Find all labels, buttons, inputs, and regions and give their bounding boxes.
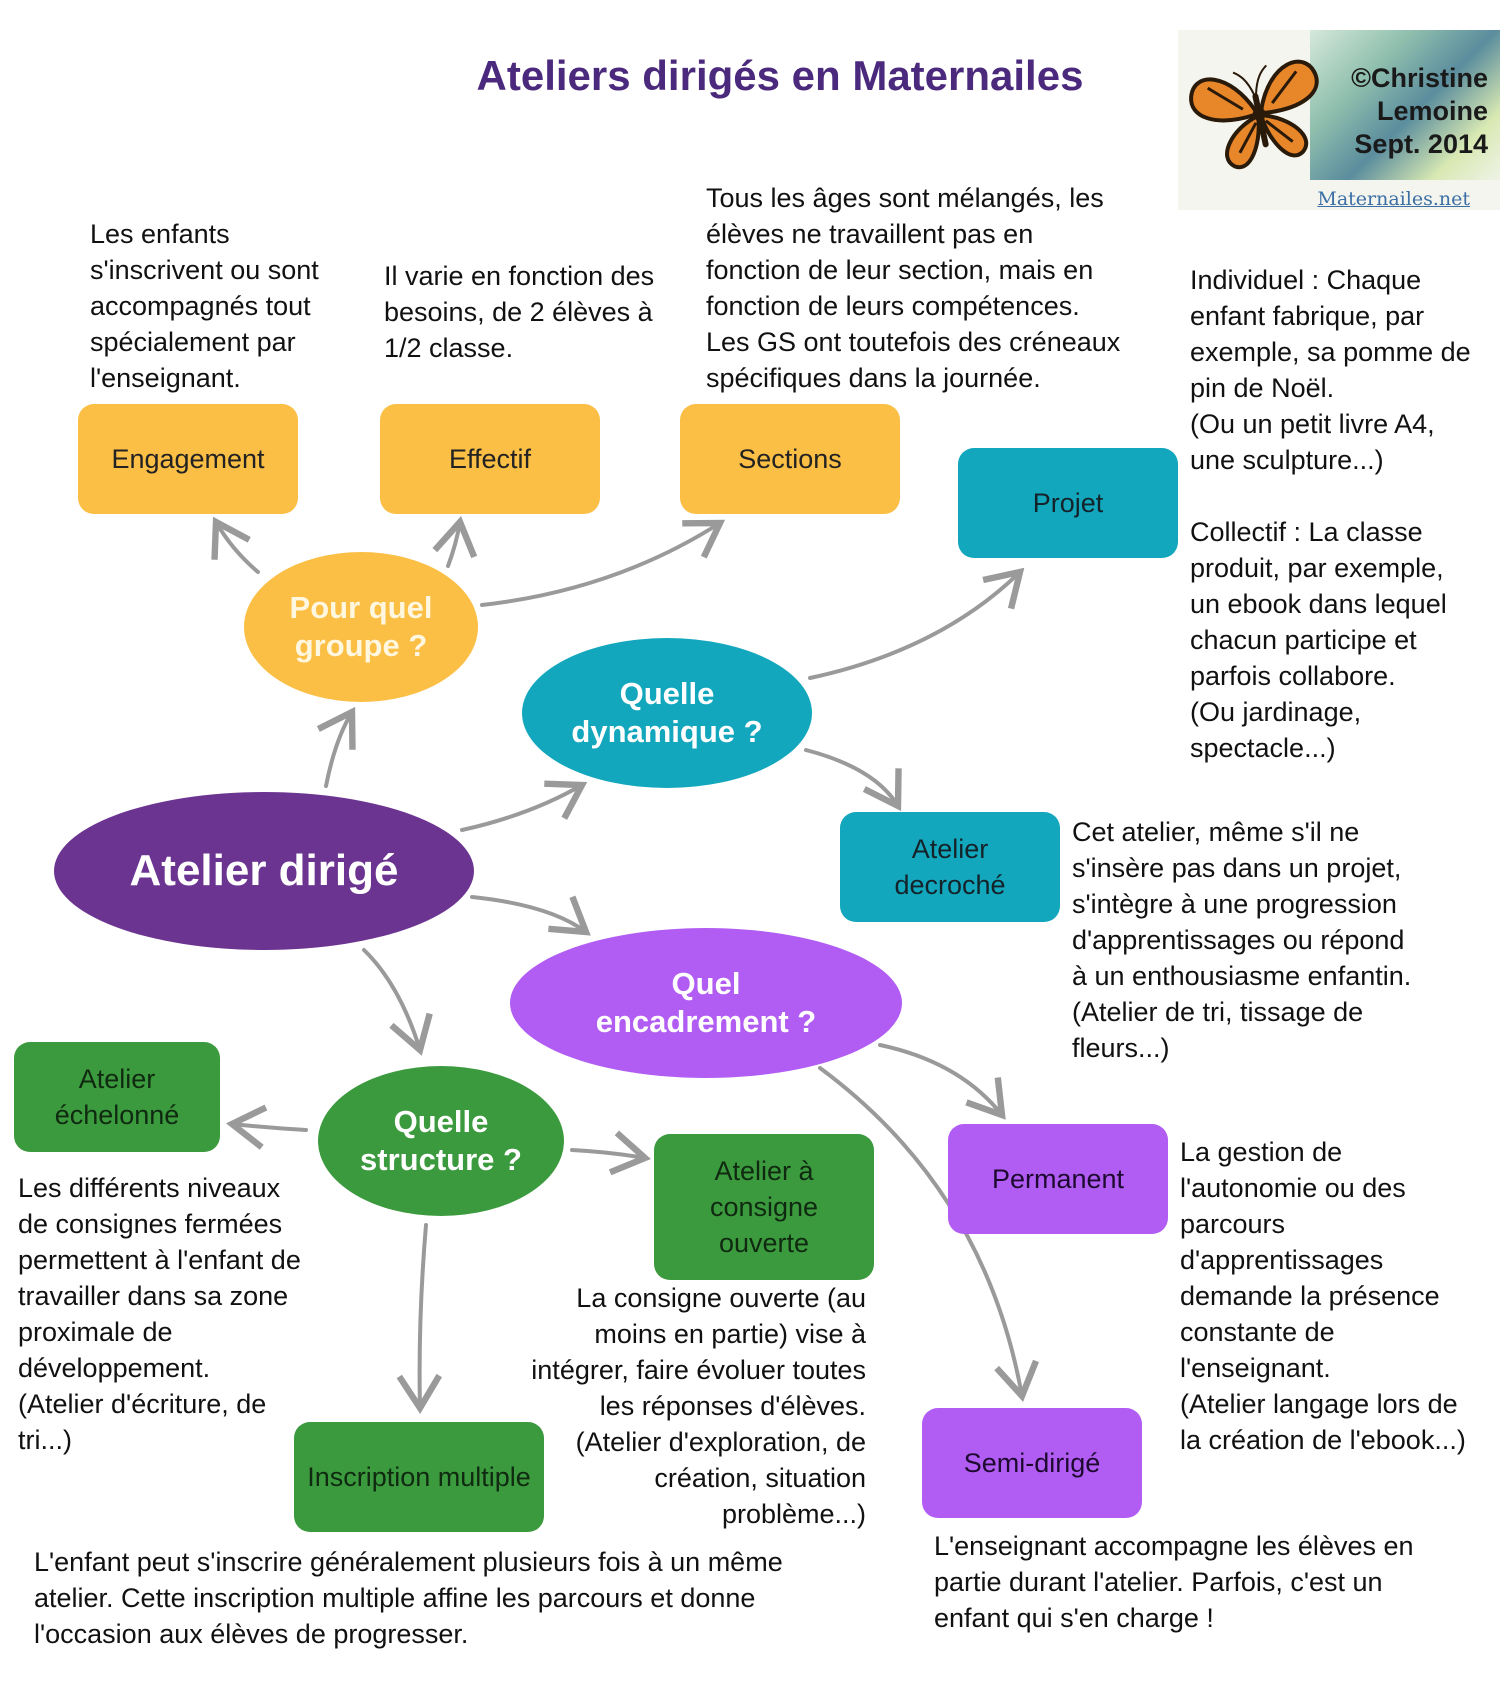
box-permanent: Permanent <box>948 1124 1168 1234</box>
node-atelier-dirige: Atelier dirigé <box>54 792 474 950</box>
box-engagement: Engagement <box>78 404 298 514</box>
box-semi-dirige: Semi-dirigé <box>922 1408 1142 1518</box>
arrow-center-to-dynamique <box>460 780 588 832</box>
note-sections: Tous les âges sont mélangés, les élèves … <box>706 183 1121 393</box>
note-inscription-multiple: L'enfant peut s'inscrire généralement pl… <box>34 1547 783 1649</box>
box-inscription-multiple: Inscription multiple <box>294 1422 544 1532</box>
box-atelier-consigne-ouverte: Atelier à consigne ouverte <box>654 1134 874 1280</box>
node-quelle-structure: Quelle structure ? <box>318 1066 564 1216</box>
logo-credit: ©Christine Lemoine Sept. 2014 <box>1351 63 1488 159</box>
box-sections: Sections <box>680 404 900 514</box>
arrow-center-to-groupe <box>316 706 356 788</box>
arrow-groupe-to-engagement <box>211 516 260 574</box>
box-projet: Projet <box>958 448 1178 558</box>
logo: ©Christine Lemoine Sept. 2014 Maternaile… <box>1178 30 1500 210</box>
box-atelier-echelonne: Atelier échelonné <box>14 1042 220 1152</box>
logo-watercolor <box>1310 30 1500 180</box>
arrow-structure-to-inscription <box>396 1223 443 1415</box>
node-quelle-dynamique: Quelle dynamique ? <box>522 638 812 788</box>
arrow-encadrement-to-permanent <box>878 1043 1006 1120</box>
page-title: Ateliers dirigés en Maternailes <box>476 52 1084 99</box>
arrow-dynamique-to-projet <box>808 567 1025 680</box>
note-atelier-decroche: Cet atelier, même s'il ne s'insère pas d… <box>1072 817 1412 1063</box>
arrow-structure-to-consigne <box>570 1130 651 1176</box>
butterfly-icon <box>1189 59 1319 170</box>
box-atelier-decroche: Atelier decroché <box>840 812 1060 922</box>
note-effectif: Il varie en fonction des besoins, de 2 é… <box>384 261 655 363</box>
note-engagement: Les enfants s'inscrivent ou sont accompa… <box>90 219 319 393</box>
arrow-center-to-structure <box>362 948 433 1056</box>
note-permanent: La gestion de l'autonomie ou des parcour… <box>1180 1137 1466 1455</box>
node-pour-quel-groupe: Pour quel groupe ? <box>244 552 478 702</box>
node-quel-encadrement: Quel encadrement ? <box>510 928 902 1078</box>
arrow-dynamique-to-decroche <box>804 748 902 812</box>
logo-site-link[interactable]: Maternailes.net <box>1317 188 1470 210</box>
note-consigne-ouverte: La consigne ouverte (au moins en partie)… <box>531 1283 866 1529</box>
note-atelier-echelonne: Les différents niveaux de consignes ferm… <box>18 1173 301 1455</box>
arrow-structure-to-echelonne <box>225 1104 308 1150</box>
note-projet: Individuel : Chaque enfant fabrique, par… <box>1190 265 1471 763</box>
arrow-center-to-encadrement <box>470 895 591 936</box>
note-semi-dirige: L'enseignant accompagne les élèves en pa… <box>934 1531 1414 1633</box>
arrow-groupe-to-sections <box>480 519 726 607</box>
arrow-groupe-to-effectif <box>432 516 478 568</box>
box-effectif: Effectif <box>380 404 600 514</box>
